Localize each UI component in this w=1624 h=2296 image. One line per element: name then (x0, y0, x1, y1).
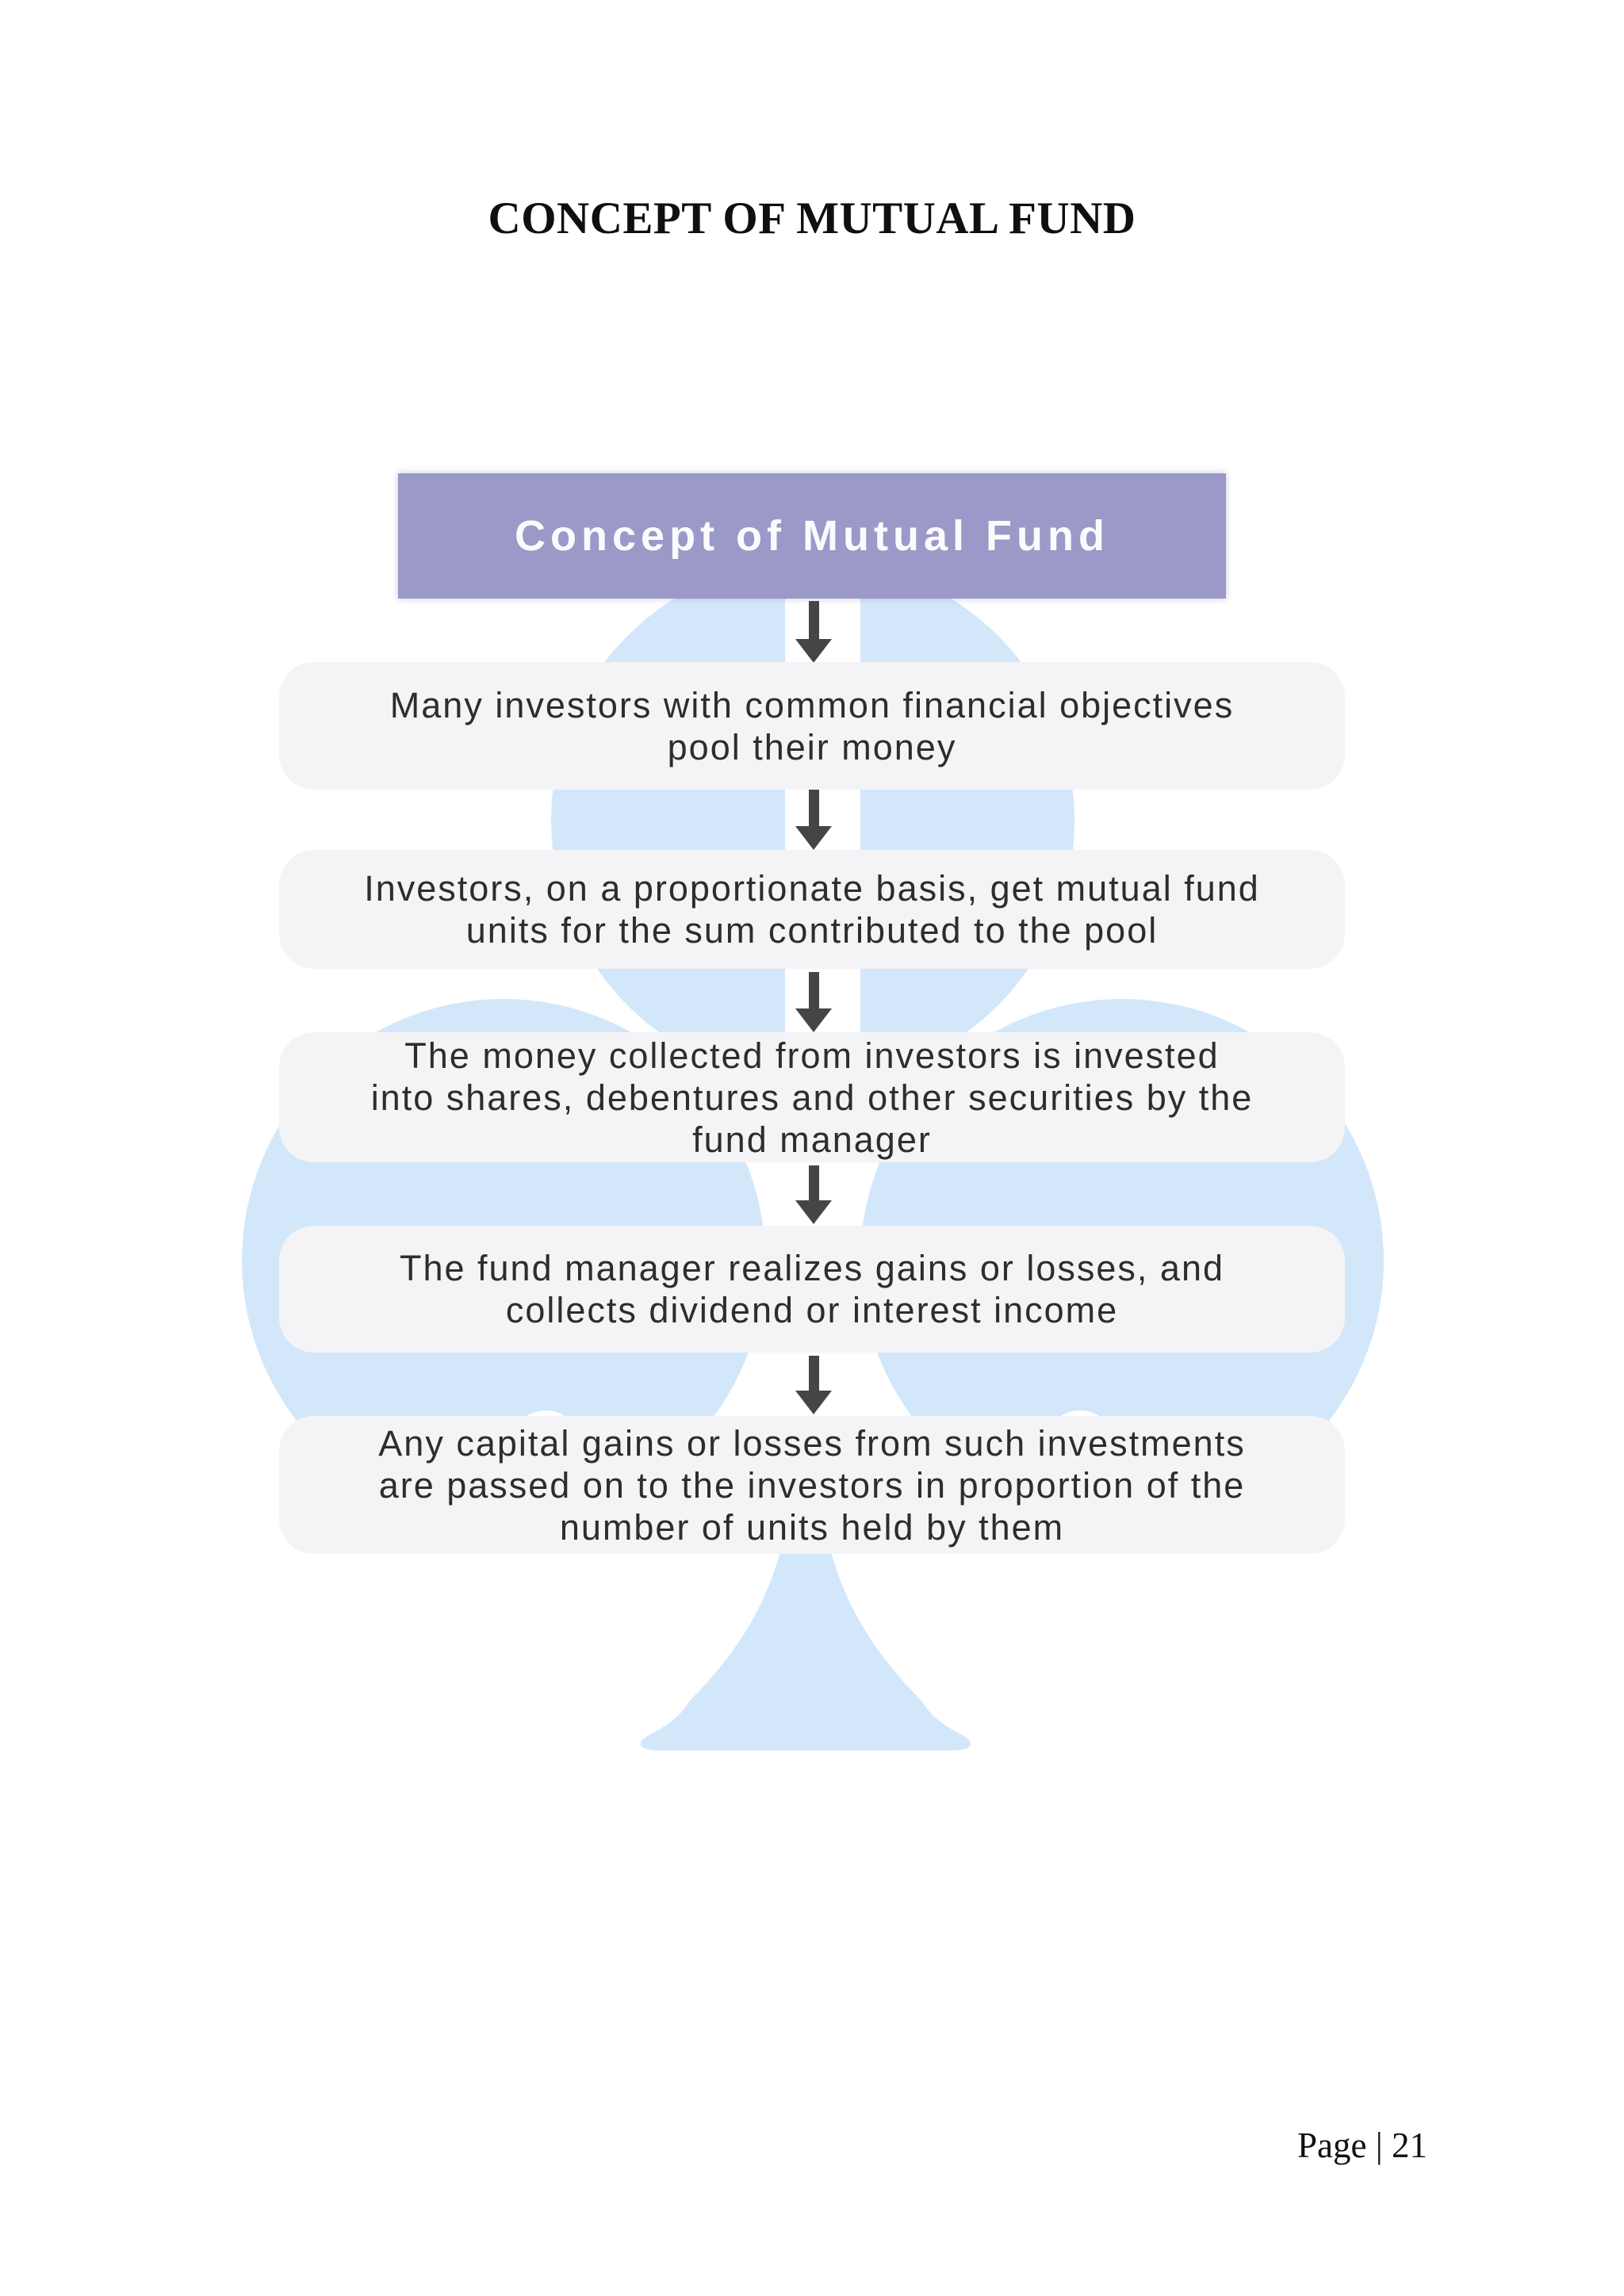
arrow-shaft (808, 972, 819, 1008)
arrow-shaft (808, 790, 819, 826)
flow-step-3-text: The money collected from investors is in… (370, 1035, 1254, 1160)
arrow-shaft (808, 1356, 819, 1391)
arrow-head (795, 1008, 832, 1032)
flowchart-header: Concept of Mutual Fund (398, 473, 1226, 599)
flow-step-5: Any capital gains or losses from such in… (279, 1416, 1345, 1554)
flow-step-1-text: Many investors with common financial obj… (389, 684, 1235, 767)
arrow-down-icon (795, 1165, 832, 1224)
flow-step-2: Investors, on a proportionate basis, get… (279, 850, 1345, 969)
arrow-down-icon (795, 1356, 832, 1414)
arrow-head (795, 639, 832, 663)
flow-step-3: The money collected from investors is in… (279, 1032, 1345, 1162)
arrow-head (795, 1391, 832, 1414)
page-title: CONCEPT OF MUTUAL FUND (488, 193, 1136, 243)
arrow-down-icon (795, 601, 832, 663)
flow-step-1: Many investors with common financial obj… (279, 662, 1345, 790)
flow-step-2-text: Investors, on a proportionate basis, get… (364, 868, 1260, 951)
flow-step-4-text: The fund manager realizes gains or losse… (399, 1248, 1225, 1330)
flowchart-header-label: Concept of Mutual Fund (515, 512, 1109, 560)
flow-step-4: The fund manager realizes gains or losse… (279, 1226, 1345, 1353)
arrow-down-icon (795, 790, 832, 850)
flow-step-5-text: Any capital gains or losses from such in… (378, 1422, 1246, 1548)
arrow-head (795, 826, 832, 850)
page-number: Page | 21 (1297, 2126, 1427, 2165)
arrow-down-icon (795, 972, 832, 1032)
arrow-shaft (808, 601, 819, 639)
arrow-shaft (808, 1165, 819, 1200)
bottom-stalk-base (640, 1487, 971, 1751)
arrow-head (795, 1200, 832, 1224)
